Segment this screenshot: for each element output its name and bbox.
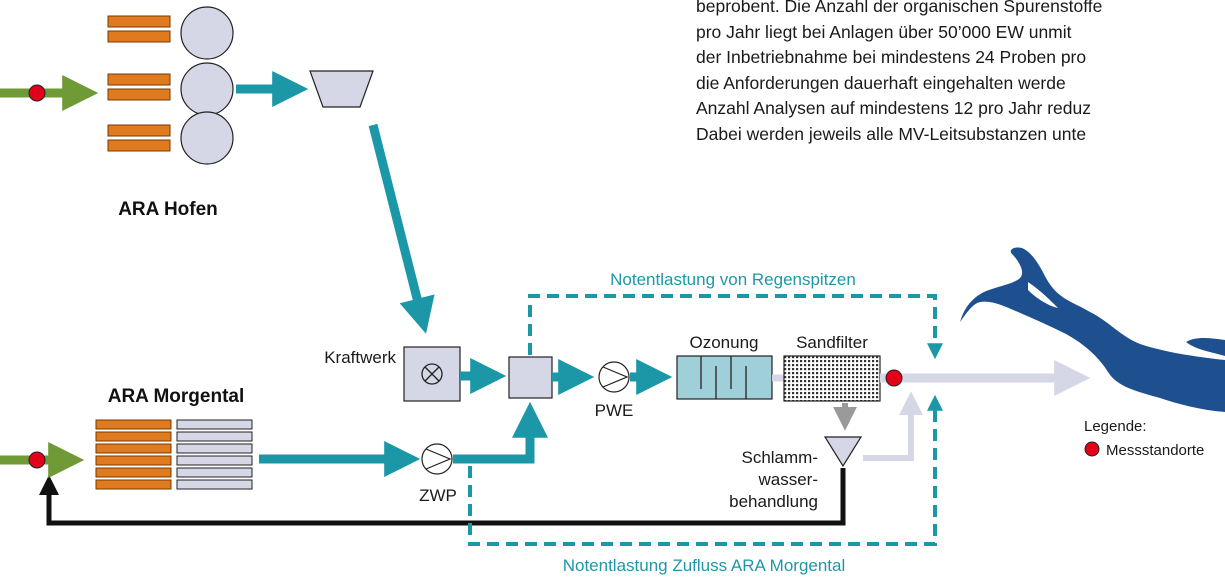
hofen-basins	[107, 6, 234, 165]
text-line: der Inbetriebnahme bei mindestens 24 Pro…	[696, 47, 1087, 67]
text-line: Dabei werden jeweils alle MV-Leitsubstan…	[696, 123, 1087, 144]
zwp-to-mixer-arrow	[453, 401, 548, 464]
ozonung-label: Ozonung	[690, 333, 759, 352]
ara-morgental-label: ARA Morgental	[108, 386, 245, 407]
schlamm-label-line3: behandlung	[729, 492, 818, 511]
schlamm-label-line2: wasser-	[757, 470, 818, 489]
sludge-to-outflow-arrow	[863, 391, 923, 461]
measurement-marker	[885, 369, 903, 387]
bypass-regenspitzen-label: Notentlastung von Regenspitzen	[610, 270, 856, 289]
hofen-to-kraftwerk-arrow	[368, 123, 435, 334]
kraftwerk-label: Kraftwerk	[324, 348, 396, 367]
legend-marker-icon	[1084, 441, 1100, 457]
text-line: die Anforderungen dauerhaft eingehalten …	[696, 72, 1066, 93]
zwp-label: ZWP	[419, 486, 457, 505]
text-line: Anzahl Analysen auf mindestens 12 pro Ja…	[696, 98, 1091, 118]
morgental-basins	[95, 419, 253, 490]
ara-morgental-group: ARA Morgental	[0, 386, 253, 490]
mixing-chamber	[508, 356, 553, 399]
measurement-marker	[28, 84, 46, 102]
sandfilter-label: Sandfilter	[796, 333, 868, 352]
hofen-settler	[309, 70, 374, 108]
pwe-pump-icon	[598, 361, 630, 393]
text-line: pro Jahr liegt bei Anlagen über 50’000 E…	[696, 21, 1072, 42]
text-line: beprobent. Die Anzahl der organischen Sp…	[696, 0, 1103, 16]
schlamm-label-line1: Schlamm-	[741, 448, 818, 467]
pwe-label: PWE	[595, 401, 634, 420]
zwp-pump-icon	[421, 443, 453, 475]
bypass-regenspitzen-line	[528, 294, 943, 360]
measurement-marker	[28, 451, 46, 469]
sludge-water-treatment-icon	[823, 436, 863, 468]
lake-shape	[960, 247, 1225, 412]
sludge-return-line	[39, 468, 846, 526]
bypass-zufluss-line	[468, 394, 943, 546]
sandfilter-box	[783, 355, 881, 402]
legend-item-messstandorte: Messstandorte	[1106, 442, 1204, 459]
kraftwerk-turbine-icon	[421, 363, 443, 385]
legend-title: Legende:	[1084, 418, 1147, 435]
bypass-zufluss-label: Notentlastung Zufluss ARA Morgental	[563, 556, 846, 575]
background-text-paragraph: beprobent. Die Anzahl der organischen Sp…	[696, 0, 1225, 147]
ozonung-reactor	[676, 355, 773, 400]
ara-hofen-group: ARA Hofen	[0, 6, 374, 220]
ara-hofen-label: ARA Hofen	[118, 199, 218, 220]
